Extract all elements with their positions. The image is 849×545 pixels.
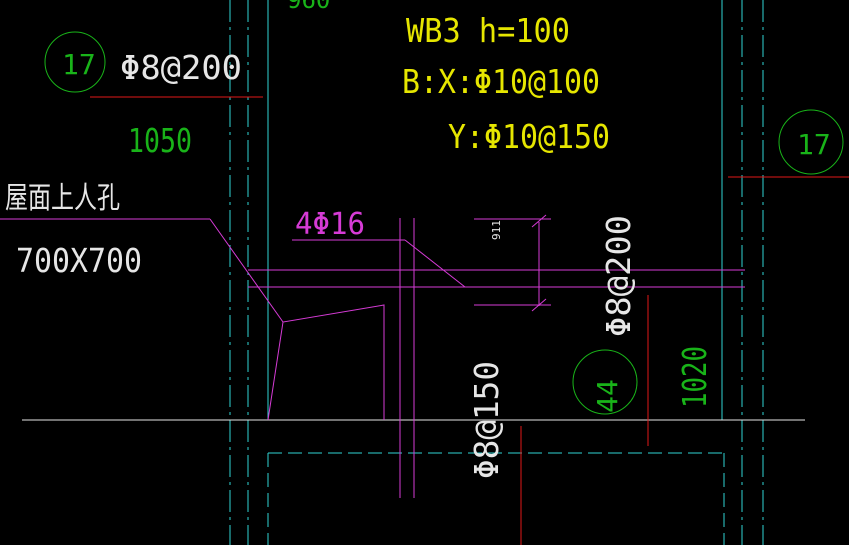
dim-right-vertical-label: 1020 xyxy=(675,346,714,408)
bar-4phi16-label: 4Φ16 xyxy=(295,207,365,242)
bar-leader-diagonal xyxy=(404,239,466,288)
dim-arrow-top xyxy=(531,214,547,228)
slab-rebar-y: Y:Φ10@150 xyxy=(448,117,610,156)
roof-hatch-size: 700X700 xyxy=(16,241,142,280)
top-cut-label: 960 xyxy=(287,0,330,14)
rebar-left-label: Φ8@200 xyxy=(120,48,242,87)
callout-left-number: 17 xyxy=(62,48,96,81)
drawing-labels: 960 WB3 h=100 B:X:Φ10@100 Y:Φ10@150 17 1… xyxy=(5,0,831,479)
dimension-left-label: 1050 xyxy=(128,121,192,160)
hatch-corner-bar xyxy=(267,304,385,421)
callout-circle-right xyxy=(778,109,844,175)
rebar-vertical-right-label: Φ8@200 xyxy=(599,215,638,337)
red-rebar-lines xyxy=(90,96,849,545)
roof-hatch-name: 屋面上人孔 xyxy=(5,181,120,216)
callout-circle-bottom xyxy=(572,349,638,415)
dim-arrow-bottom xyxy=(531,298,547,312)
callout-circle-left xyxy=(44,31,106,93)
hatch-leader-diagonal xyxy=(209,218,284,323)
small-dim-label: 911 xyxy=(490,220,503,240)
slab-title: WB3 h=100 xyxy=(406,11,570,50)
callout-right-number: 17 xyxy=(797,128,831,161)
slab-rebar-x: B:X:Φ10@100 xyxy=(402,62,600,101)
rebar-vertical-bottom-label: Φ8@150 xyxy=(467,361,506,479)
green-callouts xyxy=(44,31,844,415)
callout-bottom-number: 44 xyxy=(591,379,624,413)
magenta-reinforcement xyxy=(0,214,745,498)
